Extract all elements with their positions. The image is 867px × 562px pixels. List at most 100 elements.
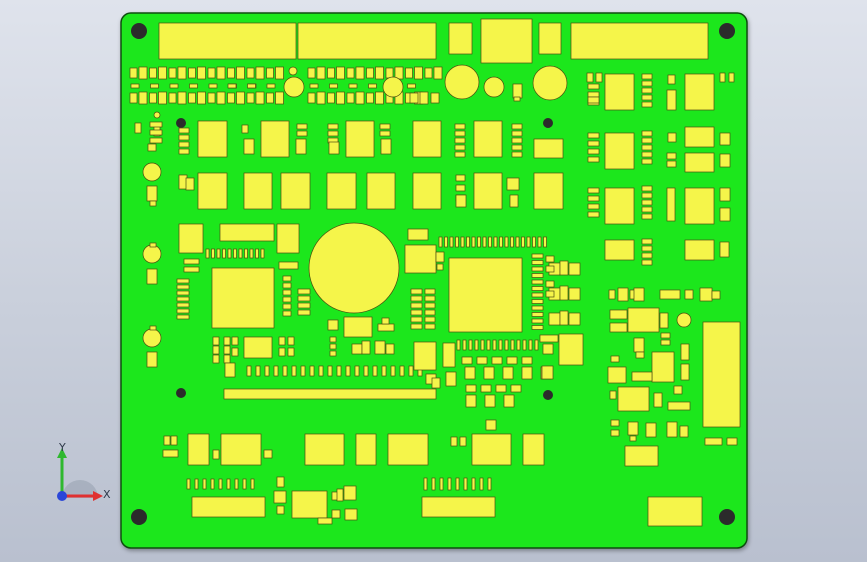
small-pad <box>531 266 544 272</box>
smd-pad <box>413 341 437 371</box>
small-pad <box>150 83 159 89</box>
small-pad <box>176 284 190 290</box>
small-pad <box>424 302 436 309</box>
smd-pad <box>224 362 236 378</box>
small-pad <box>641 206 653 213</box>
x-axis-label: X <box>103 488 111 501</box>
fine-pitch-pin <box>466 236 470 248</box>
small-pad <box>266 83 276 89</box>
led-pad <box>355 66 365 80</box>
fine-pitch-pin <box>354 365 360 377</box>
small-pad <box>212 345 220 355</box>
small-pad <box>329 336 337 343</box>
smd-pad <box>679 425 689 438</box>
small-pad <box>511 123 523 130</box>
led-pad <box>316 66 326 80</box>
smd-pad <box>719 132 731 146</box>
fine-pitch-pin <box>291 365 297 377</box>
small-pad <box>263 449 273 459</box>
fine-pitch-pin <box>438 236 443 248</box>
fine-pitch-pin <box>449 236 454 248</box>
small-pad <box>641 130 653 137</box>
z-axis-icon <box>57 491 67 501</box>
small-pad <box>176 290 190 296</box>
fine-pitch-pin <box>186 478 191 490</box>
led-pad <box>336 66 345 80</box>
fine-pitch-pin <box>300 365 306 377</box>
small-pad <box>348 83 358 89</box>
small-pad <box>610 429 620 437</box>
led-pad <box>216 66 226 80</box>
small-pad <box>629 435 637 442</box>
via <box>176 118 186 128</box>
led-pad <box>158 66 167 80</box>
small-pad <box>424 288 436 295</box>
small-pad <box>282 310 292 317</box>
fine-pitch-pin <box>515 236 520 248</box>
fine-pitch-pin <box>493 236 498 248</box>
smd-pad <box>471 433 512 466</box>
led-pad <box>266 92 274 104</box>
small-pad <box>149 200 157 207</box>
small-pad <box>511 130 523 137</box>
fine-pitch-pin <box>482 236 487 248</box>
fine-pitch-pin <box>479 477 484 491</box>
fine-pitch-pin <box>487 477 492 491</box>
small-pad <box>189 83 198 89</box>
small-pad <box>329 350 337 357</box>
small-pad <box>276 505 285 515</box>
smd-pad <box>366 172 396 210</box>
fine-pitch-pin <box>249 248 254 259</box>
small-pad <box>176 296 190 302</box>
connector-pad <box>570 22 709 60</box>
small-pad <box>149 121 163 128</box>
small-pad <box>531 312 544 317</box>
small-pad <box>327 123 339 130</box>
smd-pad <box>680 363 690 381</box>
led-pad <box>236 91 245 105</box>
smd-pad <box>326 172 357 210</box>
vias <box>176 118 553 400</box>
led-pad <box>266 67 274 79</box>
fine-pitch-pin <box>363 365 369 377</box>
small-pad <box>587 91 600 98</box>
small-pad <box>317 517 333 525</box>
small-pad <box>641 238 653 245</box>
small-pad <box>531 318 544 324</box>
via <box>176 388 186 398</box>
small-pad <box>176 278 190 284</box>
triad-plane-icon <box>62 480 98 498</box>
small-pad <box>659 289 681 300</box>
led-pad <box>197 66 206 80</box>
smd-pad <box>243 172 273 210</box>
small-pad <box>247 83 256 89</box>
small-pad <box>454 151 466 158</box>
fine-pitch-pin <box>345 365 351 377</box>
smd-pad <box>667 132 677 143</box>
small-pad <box>641 213 653 220</box>
smd-pad <box>617 287 629 302</box>
fine-pitch-pin <box>210 478 215 490</box>
connector-pad <box>223 388 437 400</box>
small-pad <box>163 435 171 446</box>
smd-pad <box>134 122 142 134</box>
smd-pad <box>178 223 204 254</box>
smd-pad <box>355 433 377 466</box>
y-arrow-icon <box>57 448 67 458</box>
smd-pad <box>604 187 635 225</box>
small-pad <box>506 356 518 365</box>
small-pad <box>673 385 683 395</box>
smd-pad <box>351 343 363 355</box>
round-pad <box>142 244 162 264</box>
smd-pad <box>680 343 690 361</box>
fine-pitch-pin <box>233 248 237 259</box>
small-pad <box>223 336 231 346</box>
small-pad <box>542 343 554 355</box>
small-pad <box>424 323 436 330</box>
led-pad <box>419 91 429 105</box>
smd-pad <box>666 421 678 438</box>
small-pad <box>424 316 436 323</box>
fine-pitch-pin <box>498 339 503 351</box>
